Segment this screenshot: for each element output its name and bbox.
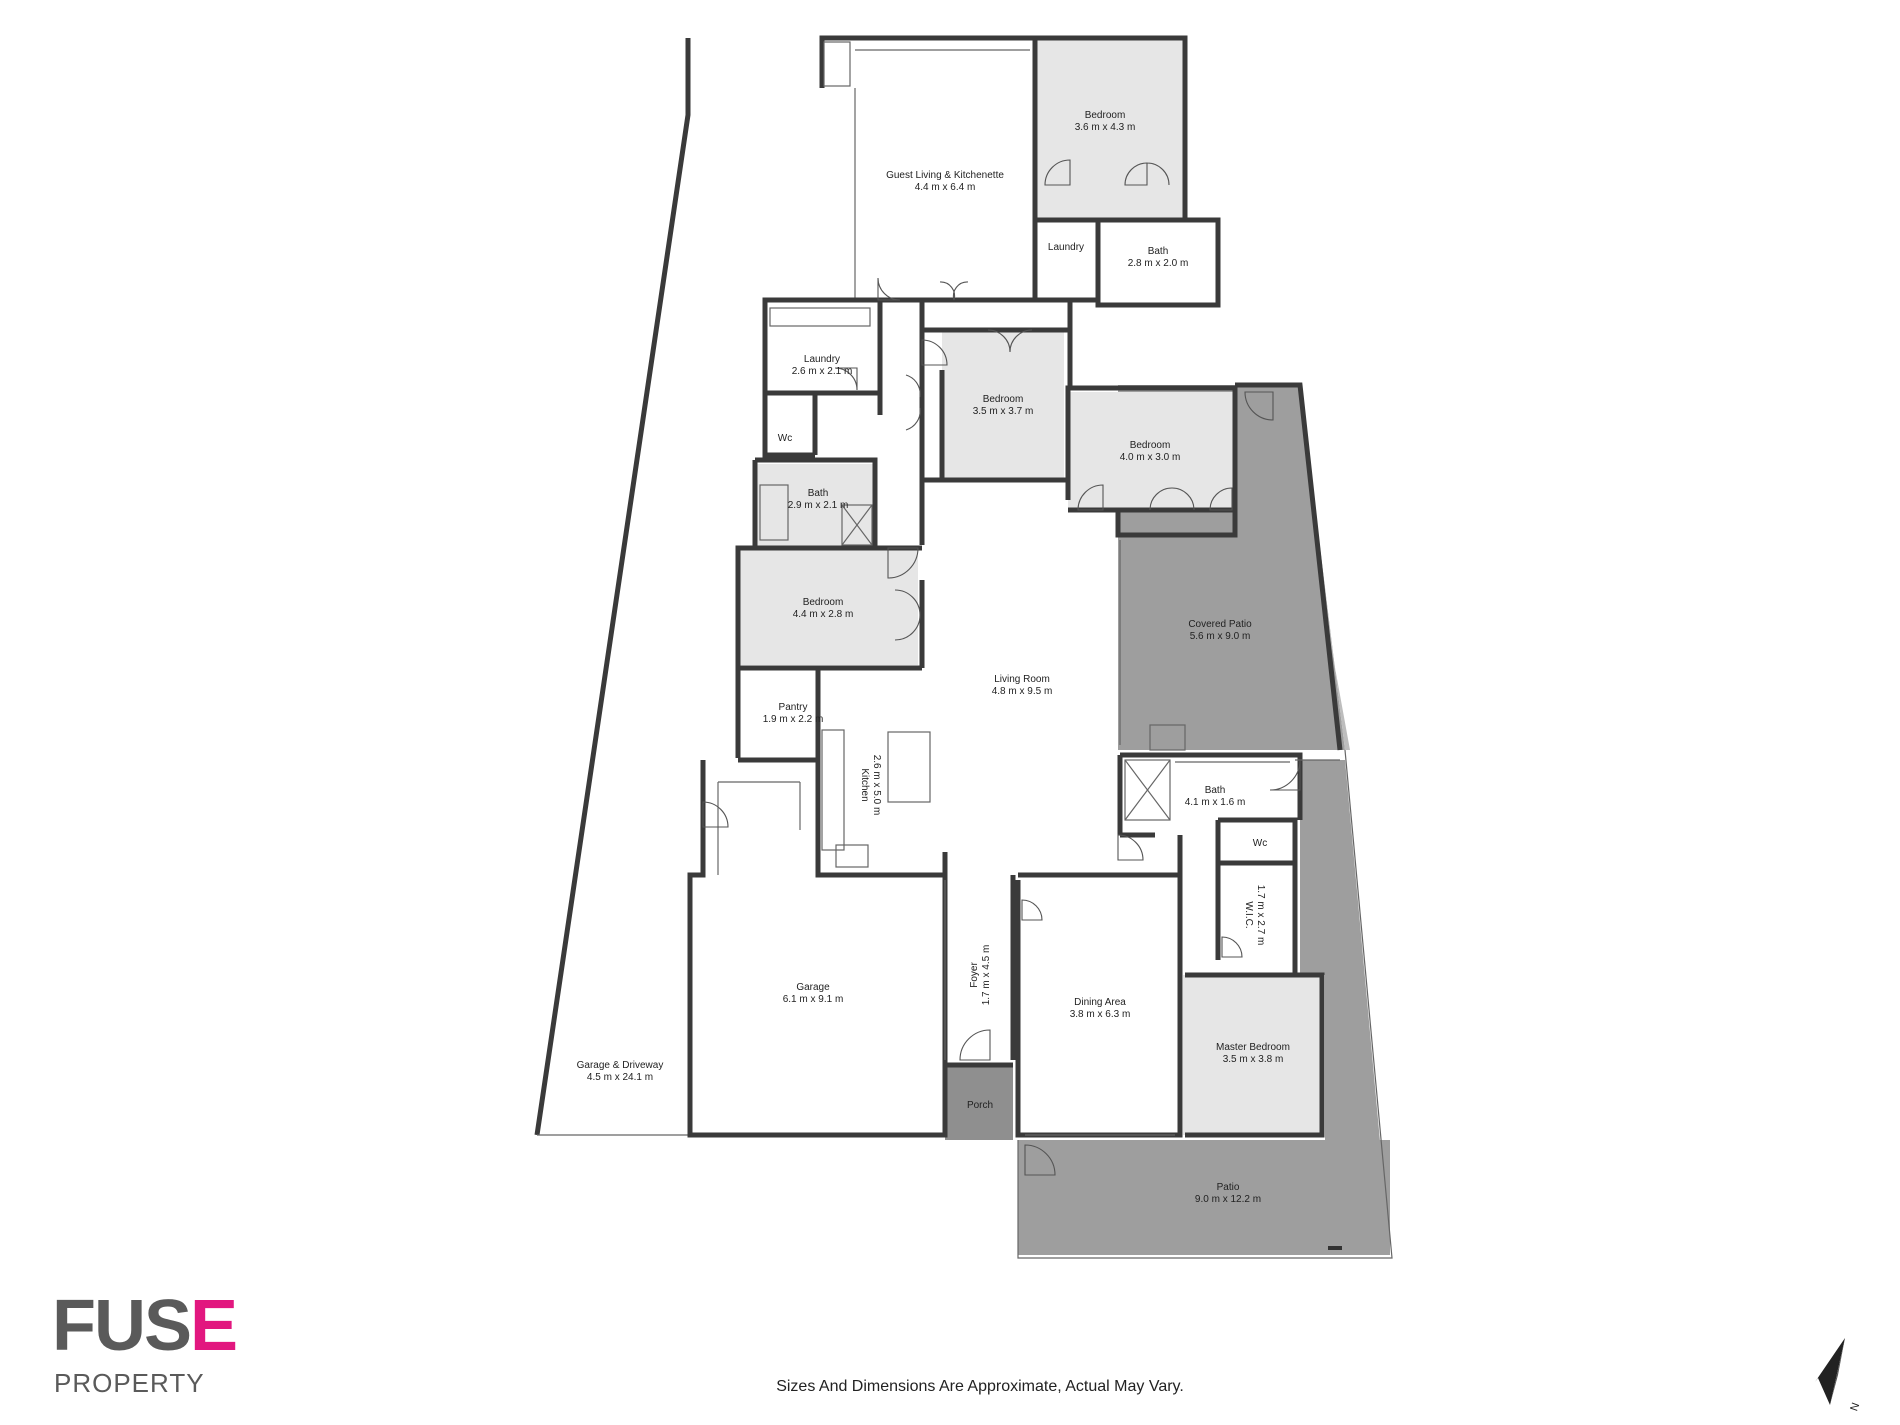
patio-outline xyxy=(1017,749,1393,1259)
east-walkway-area xyxy=(1300,760,1390,1250)
wc-ensuite-name: Wc xyxy=(1253,838,1267,849)
ensuite-walls xyxy=(1120,752,1303,820)
bedroom-mid-dim: 3.5 m x 3.7 m xyxy=(973,406,1034,417)
door-swings xyxy=(702,159,1301,1176)
bath-main-name: Bath xyxy=(808,488,829,499)
pantry-dim: 1.9 m x 2.2 m xyxy=(763,714,824,725)
guest-bath-walls xyxy=(1095,217,1221,308)
bedroom-mid-walls xyxy=(922,297,1073,388)
bathtub xyxy=(759,484,789,541)
guest-wing-walls xyxy=(819,35,1188,220)
kitchen-dim: 2.6 m x 5.0 m xyxy=(871,755,882,816)
dining-dim: 3.8 m x 6.3 m xyxy=(1070,1009,1131,1020)
master-dim: 3.5 m x 3.8 m xyxy=(1223,1054,1284,1065)
kitchen-name: Kitchen xyxy=(859,768,870,801)
wic-name: W.I.C. xyxy=(1243,901,1254,928)
guest-laundry-name: Laundry xyxy=(1048,242,1084,253)
foyer-name: Foyer xyxy=(969,962,980,988)
bedroom-east-dim: 4.0 m x 3.0 m xyxy=(1120,452,1181,463)
laundry-dim: 2.6 m x 2.1 m xyxy=(792,366,853,377)
laundry-walls xyxy=(762,297,855,458)
bedroom-east-name: Bedroom xyxy=(1130,440,1171,451)
kitchen-walls xyxy=(738,757,948,878)
wic-dim: 1.7 m x 2.7 m xyxy=(1255,885,1266,946)
kitchen-bench xyxy=(821,729,845,851)
dining-walls xyxy=(1015,872,1183,1138)
bedroom-west-walls xyxy=(735,545,922,758)
wc-walls xyxy=(1218,817,1298,975)
shower xyxy=(841,504,873,546)
patio-name: Patio xyxy=(1217,1182,1240,1193)
logo-subtitle: PROPERTY xyxy=(54,1368,205,1398)
covered-patio-outer xyxy=(1235,382,1343,751)
laundry-bench xyxy=(769,307,871,327)
kitchen-island xyxy=(887,731,931,803)
bath-ensuite-name: Bath xyxy=(1205,785,1226,796)
bath-main-dim: 2.9 m x 2.1 m xyxy=(788,500,849,511)
kitchenette-unit xyxy=(823,41,851,87)
living-room-dim: 4.8 m x 9.5 m xyxy=(992,686,1053,697)
cooktop xyxy=(835,844,869,868)
guest-living-dim: 4.4 m x 6.4 m xyxy=(915,182,976,193)
guest-bath-name: Bath xyxy=(1148,246,1169,257)
porch-area xyxy=(945,1065,1013,1140)
disclaimer-text: Sizes And Dimensions Are Approximate, Ac… xyxy=(776,1378,1184,1395)
foyer-dim: 1.7 m x 4.5 m xyxy=(981,945,992,1006)
bedroom-east-fill xyxy=(1068,392,1233,510)
bedroom-east-walls xyxy=(1065,385,1238,538)
pantry-name: Pantry xyxy=(779,702,808,713)
wc-name: Wc xyxy=(778,433,792,444)
master-walls xyxy=(1185,972,1325,1138)
patio-area xyxy=(1018,1140,1390,1255)
bedroom-west-name: Bedroom xyxy=(803,597,844,608)
porch-name: Porch xyxy=(967,1100,993,1111)
ensuite-shower xyxy=(1124,759,1171,821)
bedroom-west-dim: 4.4 m x 2.8 m xyxy=(793,609,854,620)
patio-dim: 9.0 m x 12.2 m xyxy=(1195,1194,1261,1205)
garage-name: Garage xyxy=(796,982,830,993)
logo-text-accent: E xyxy=(190,1286,238,1366)
garage-walls xyxy=(687,760,948,1138)
bedroom-mid-fill xyxy=(942,328,1064,480)
bedroom-ne-fill xyxy=(1035,40,1185,220)
dining-name: Dining Area xyxy=(1074,997,1126,1008)
north-label: N xyxy=(1848,1401,1860,1413)
north-arrow-icon: N xyxy=(1815,1338,1860,1413)
driveway-west-wall xyxy=(534,38,691,1136)
driveway-name: Garage & Driveway xyxy=(577,1060,664,1071)
bedroom-mid-name: Bedroom xyxy=(983,394,1024,405)
bath-ensuite-dim: 4.1 m x 1.6 m xyxy=(1185,797,1246,808)
fuse-logo: FUSE xyxy=(52,1290,238,1362)
bedroom-ne-dim: 3.6 m x 4.3 m xyxy=(1075,122,1136,133)
laundry-name: Laundry xyxy=(804,354,840,365)
covered-patio-name: Covered Patio xyxy=(1188,619,1252,630)
guest-living-name: Guest Living & Kitchenette xyxy=(886,170,1004,181)
bbq-unit xyxy=(1149,724,1186,751)
garage-dim: 6.1 m x 9.1 m xyxy=(783,994,844,1005)
driveway-dim: 4.5 m x 24.1 m xyxy=(587,1072,653,1083)
living-room-name: Living Room xyxy=(994,674,1050,685)
bedroom-ne-name: Bedroom xyxy=(1085,110,1126,121)
covered-patio-dim: 5.6 m x 9.0 m xyxy=(1190,631,1251,642)
master-fill xyxy=(1183,975,1320,1135)
master-name: Master Bedroom xyxy=(1216,1042,1290,1053)
guest-bath-dim: 2.8 m x 2.0 m xyxy=(1128,258,1189,269)
logo-text-main: FUS xyxy=(52,1286,192,1366)
